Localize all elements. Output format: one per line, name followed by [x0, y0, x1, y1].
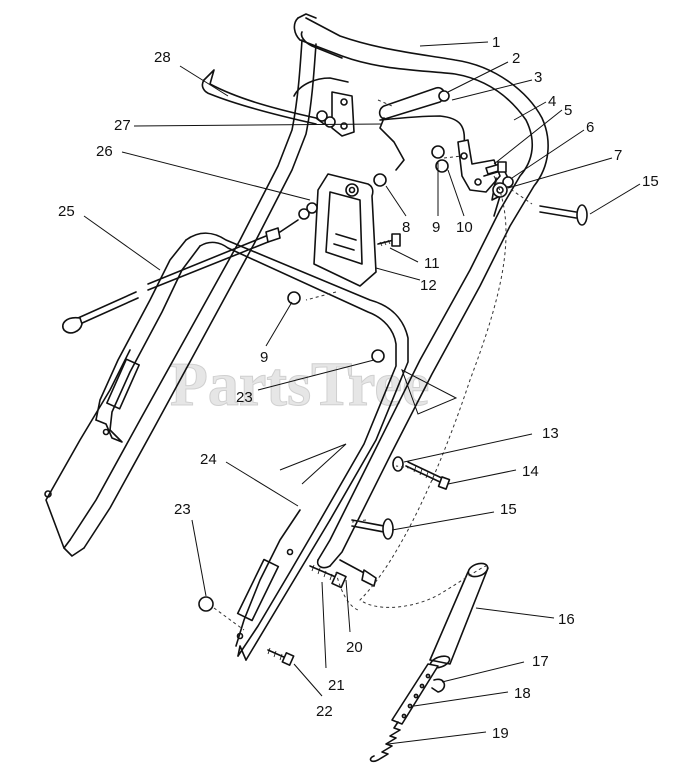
callout-15-lower: 15	[500, 501, 517, 518]
nut-3	[438, 90, 450, 102]
callout-5: 5	[564, 102, 572, 119]
callout-20: 20	[346, 639, 363, 656]
callout-2: 2	[512, 50, 520, 67]
callout-9-upper: 9	[432, 219, 440, 236]
grip-sleeve	[378, 86, 446, 120]
guide-lines	[279, 368, 458, 485]
upper-handle	[44, 13, 549, 569]
leader-lines	[83, 41, 641, 745]
washer-13	[392, 456, 404, 472]
control-lever	[201, 69, 355, 137]
callout-labels: 1 2 3 4 5 6 7 15 28 27 26 25 8 9 10 11 1…	[58, 34, 659, 742]
lower-handle-frame	[95, 232, 409, 661]
callout-18: 18	[514, 685, 531, 702]
perforated-strap	[391, 663, 439, 725]
callout-7: 7	[614, 147, 622, 164]
clip-17	[431, 678, 446, 693]
callout-9-lower: 9	[260, 349, 268, 366]
callout-8: 8	[402, 219, 410, 236]
assembly-lines	[213, 99, 533, 631]
callout-6: 6	[586, 119, 594, 136]
callout-23-lower: 23	[174, 501, 191, 518]
nut-23-upper	[371, 349, 385, 363]
callout-13: 13	[542, 425, 559, 442]
watermark-text: PartsTree	[170, 351, 429, 419]
callout-19: 19	[492, 725, 509, 742]
spring-19	[369, 721, 401, 763]
bolt-5	[485, 161, 507, 175]
callout-25: 25	[58, 203, 75, 220]
callout-24: 24	[200, 451, 217, 468]
callout-27: 27	[114, 117, 131, 134]
callout-10: 10	[456, 219, 473, 236]
callout-22: 22	[316, 703, 333, 720]
nut-9-lower	[287, 291, 301, 305]
callout-26: 26	[96, 143, 113, 160]
callout-11: 11	[424, 255, 440, 272]
knob-7	[492, 182, 508, 198]
callout-12: 12	[420, 277, 437, 294]
handle-grip	[429, 562, 489, 669]
callout-15-upper: 15	[642, 173, 659, 190]
callout-14: 14	[522, 463, 539, 480]
bolt-20	[339, 559, 377, 587]
clevis-pin-15-lower	[351, 518, 394, 540]
callout-16: 16	[558, 611, 575, 628]
bail-bracket	[457, 139, 509, 217]
callout-21: 21	[328, 677, 345, 694]
washer-9	[431, 145, 445, 159]
control-cable	[62, 202, 318, 334]
nut-10	[435, 159, 449, 173]
callout-17: 17	[532, 653, 549, 670]
nut-23-lower	[198, 596, 214, 612]
bolt-14	[405, 461, 451, 490]
callout-28: 28	[154, 49, 171, 66]
nut-8	[373, 173, 387, 187]
bail-rod	[379, 115, 466, 171]
bolt-22	[267, 647, 295, 666]
clevis-pin-15-upper	[539, 204, 588, 226]
callout-1: 1	[492, 34, 500, 51]
cable-bracket	[313, 173, 377, 287]
callout-3: 3	[534, 69, 542, 86]
screw-11	[377, 233, 401, 247]
bolt-21	[309, 564, 347, 589]
callout-4: 4	[548, 93, 556, 110]
callout-23-upper: 23	[236, 389, 253, 406]
